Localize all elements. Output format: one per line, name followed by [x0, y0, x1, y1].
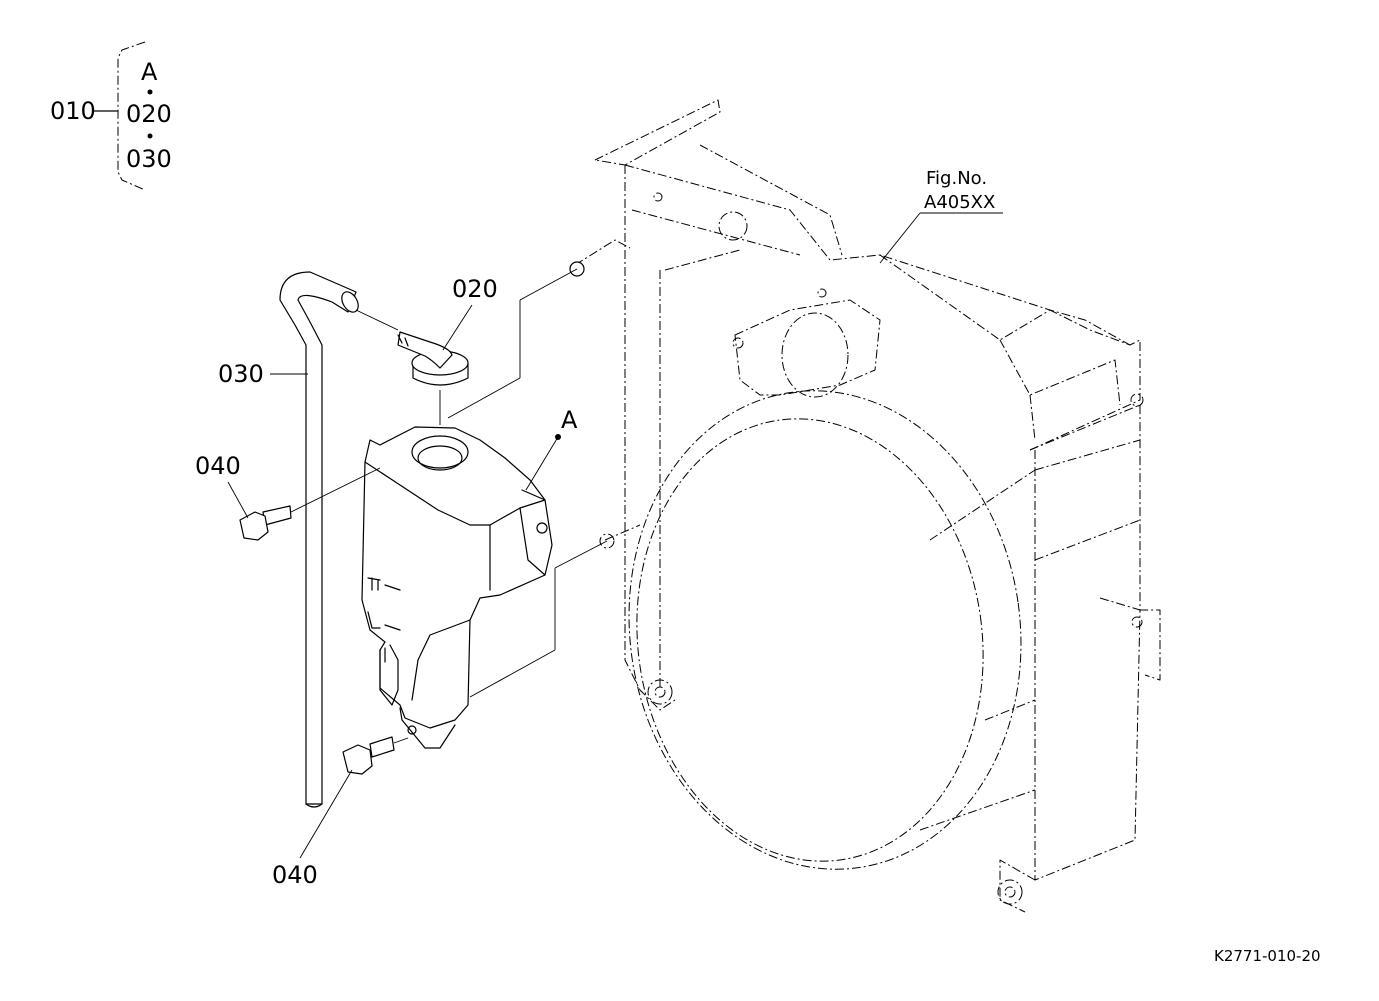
overflow-hose — [279, 271, 399, 808]
callout-a: A — [561, 406, 578, 434]
assembly-legend: 010 A 020 030 — [50, 41, 172, 191]
legend-assembly-number: 010 — [50, 97, 96, 125]
tank-cap — [397, 331, 469, 386]
drawing-code: K2771-010-20 — [1214, 947, 1321, 965]
fan-shroud — [574, 99, 1161, 913]
callout-040-upper: 040 — [195, 452, 241, 480]
bolt-upper — [239, 467, 381, 541]
figure-reference: Fig.No. A405XX — [879, 168, 1003, 264]
figure-ref-line1: Fig.No. — [926, 168, 987, 189]
callouts: 020 030 040 040 A — [195, 275, 578, 889]
legend-member-020: 020 — [126, 100, 172, 128]
bolt-lower — [342, 736, 409, 775]
legend-member-a: A — [141, 58, 158, 86]
callout-040-lower: 040 — [272, 861, 318, 889]
legend-member-030: 030 — [126, 145, 172, 173]
figure-ref-line2: A405XX — [924, 192, 995, 213]
callout-030: 030 — [218, 360, 264, 388]
reserve-tank — [361, 426, 553, 749]
mounting-leaders — [439, 261, 608, 698]
callout-020: 020 — [452, 275, 498, 303]
